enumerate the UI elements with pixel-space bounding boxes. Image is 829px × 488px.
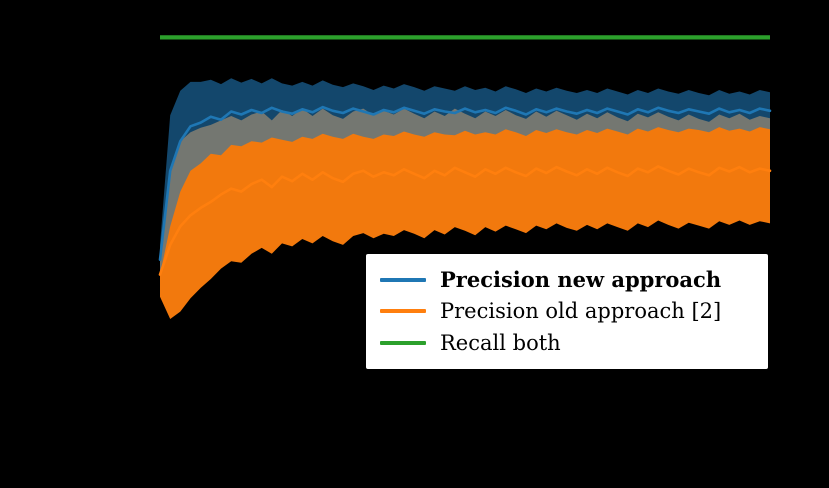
precision-old-band	[160, 108, 770, 319]
legend-item-precision-old: Precision old approach [2]	[380, 298, 754, 324]
legend-label-recall: Recall both	[440, 331, 561, 356]
precision-new-line	[158, 105, 772, 261]
legend-item-precision-new: Precision new approach	[380, 267, 754, 293]
legend-label-precision-new: Precision new approach	[440, 266, 722, 292]
precision-old-line	[158, 165, 772, 276]
legend-line-sample-precision-new	[380, 277, 426, 282]
precision-new-band	[160, 78, 770, 275]
legend-line-sample-precision-old	[380, 309, 426, 314]
legend-line-sample-recall	[380, 341, 426, 346]
legend-label-precision-old: Precision old approach [2]	[440, 299, 722, 324]
legend-item-recall: Recall both	[380, 330, 754, 356]
legend: Precision new approach Precision old app…	[364, 252, 770, 371]
